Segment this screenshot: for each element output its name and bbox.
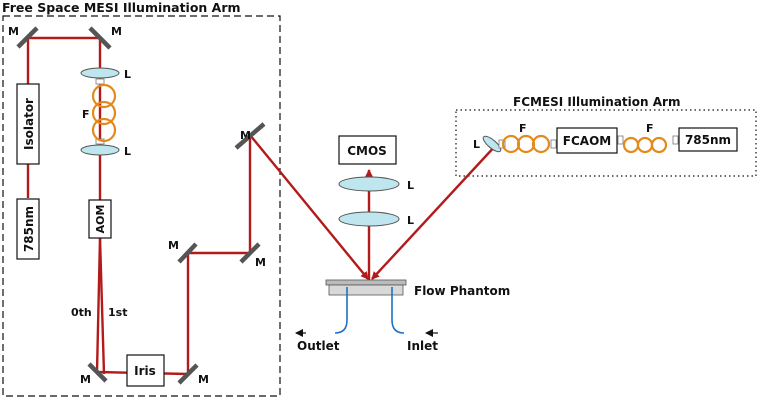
iris-label: Iris: [134, 364, 156, 378]
inlet-tube: [391, 287, 405, 334]
free-space-arm-boundary: [2, 15, 281, 397]
fiber-coil-fc-right: [617, 135, 679, 154]
outlet-label: Outlet: [297, 339, 340, 353]
lens-upper-left: [80, 67, 120, 79]
aom-label: AOM: [94, 205, 107, 234]
lens-label: L: [407, 179, 414, 192]
laser-right-label: 785nm: [685, 133, 731, 147]
lens-center-upper: [338, 176, 400, 192]
fcaom: [556, 127, 618, 154]
isolator-label: Isolator: [22, 98, 36, 150]
order-0th-label: 0th: [71, 306, 92, 319]
mirror-label: M: [240, 129, 251, 142]
mirror-label: M: [8, 25, 19, 38]
lens-label: L: [124, 145, 131, 158]
laser-785nm-right: [678, 127, 738, 152]
mirror-bottom-left: [87, 362, 108, 383]
aom: [88, 199, 112, 239]
flow-phantom-top: [325, 279, 407, 286]
fiber-label: F: [82, 108, 90, 121]
fiber-label: F: [519, 122, 527, 135]
iris: [126, 354, 165, 387]
mirror-label: M: [168, 239, 179, 252]
flow-phantom-label: Flow Phantom: [414, 284, 510, 298]
outlet-tube: [334, 287, 348, 334]
cmos-label: CMOS: [347, 144, 387, 158]
flow-phantom-body: [328, 284, 404, 296]
cmos-camera: [338, 135, 397, 165]
laser-785nm-left: [16, 198, 40, 260]
fcaom-label: FCAOM: [563, 134, 611, 148]
laser-left-label: 785nm: [22, 206, 36, 252]
lens-label: L: [124, 68, 131, 81]
lens-center-lower: [338, 211, 400, 227]
lens-fc: [482, 135, 502, 153]
free-space-arm-title: Free Space MESI Illumination Arm: [2, 0, 241, 15]
lens-lower-left: [80, 144, 120, 156]
fiber-coil-left: [91, 78, 117, 145]
mirror-mid-right: [239, 242, 261, 264]
order-1st-label: 1st: [108, 306, 127, 319]
lens-label: L: [473, 138, 480, 151]
fiber-label: F: [646, 122, 654, 135]
isolator: [16, 83, 40, 165]
fc-arm-title: FCMESI Illumination Arm: [513, 95, 680, 109]
mirror-label: M: [111, 25, 122, 38]
fiber-coil-fc-left: [498, 134, 557, 154]
mirror-label: M: [255, 256, 266, 269]
fc-arm-boundary: [455, 109, 757, 177]
mirror-bottom-right: [177, 363, 199, 385]
mirror-mid-left: [177, 242, 198, 264]
mirror-label: M: [80, 373, 91, 386]
mirror-center-top: [234, 122, 266, 150]
inlet-label: Inlet: [407, 339, 438, 353]
mirror-top-left: [16, 26, 39, 49]
lens-label: L: [407, 214, 414, 227]
mirror-label: M: [198, 373, 209, 386]
mirror-top-right: [88, 26, 112, 50]
